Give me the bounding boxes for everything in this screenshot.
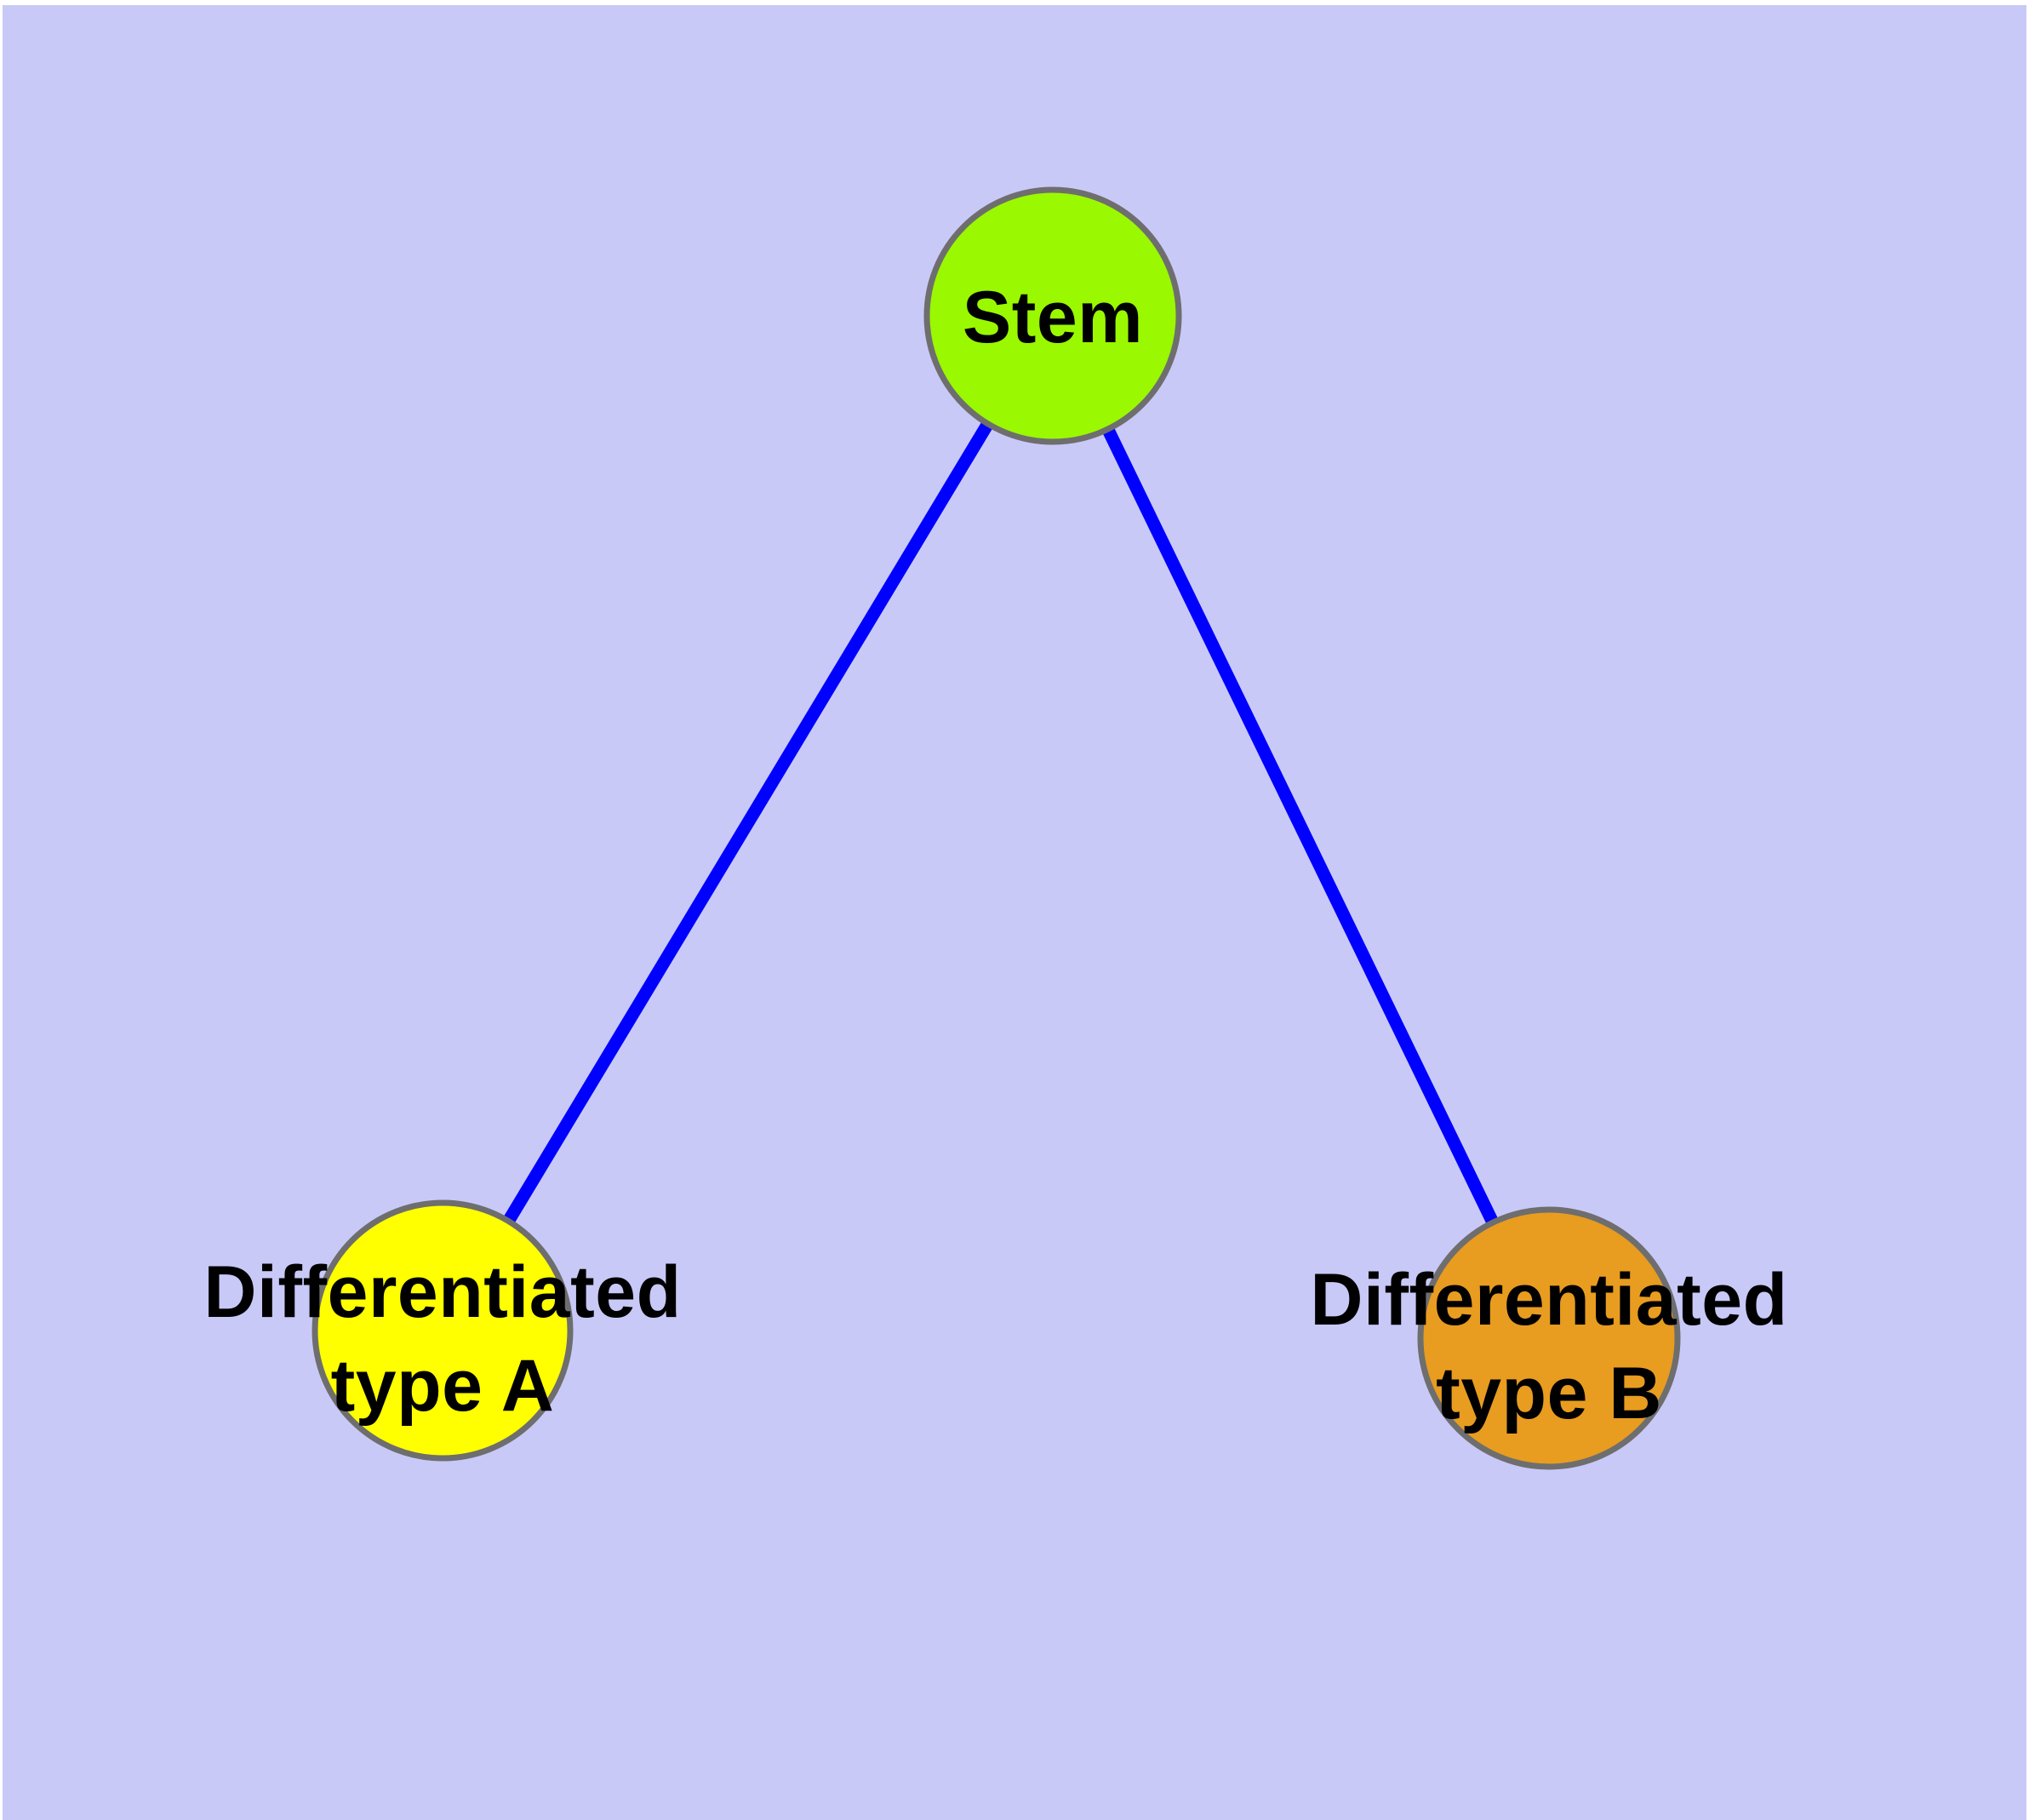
node-type-a-label-line2: type A (331, 1345, 555, 1427)
node-type-a-circle (311, 1199, 574, 1462)
node-type-b-label-line2: type B (1436, 1353, 1662, 1434)
node-type-a-label-line1: Differentiated (203, 1251, 681, 1333)
edge-stem-to-type-b (1047, 312, 1555, 1342)
node-stem-circle (923, 186, 1182, 445)
edge-stem-to-type-a (437, 312, 1059, 1334)
node-type-b-circle (1417, 1206, 1681, 1470)
node-stem-label: Stem (963, 277, 1143, 358)
node-type-b-label-line1: Differentiated (1310, 1259, 1787, 1341)
